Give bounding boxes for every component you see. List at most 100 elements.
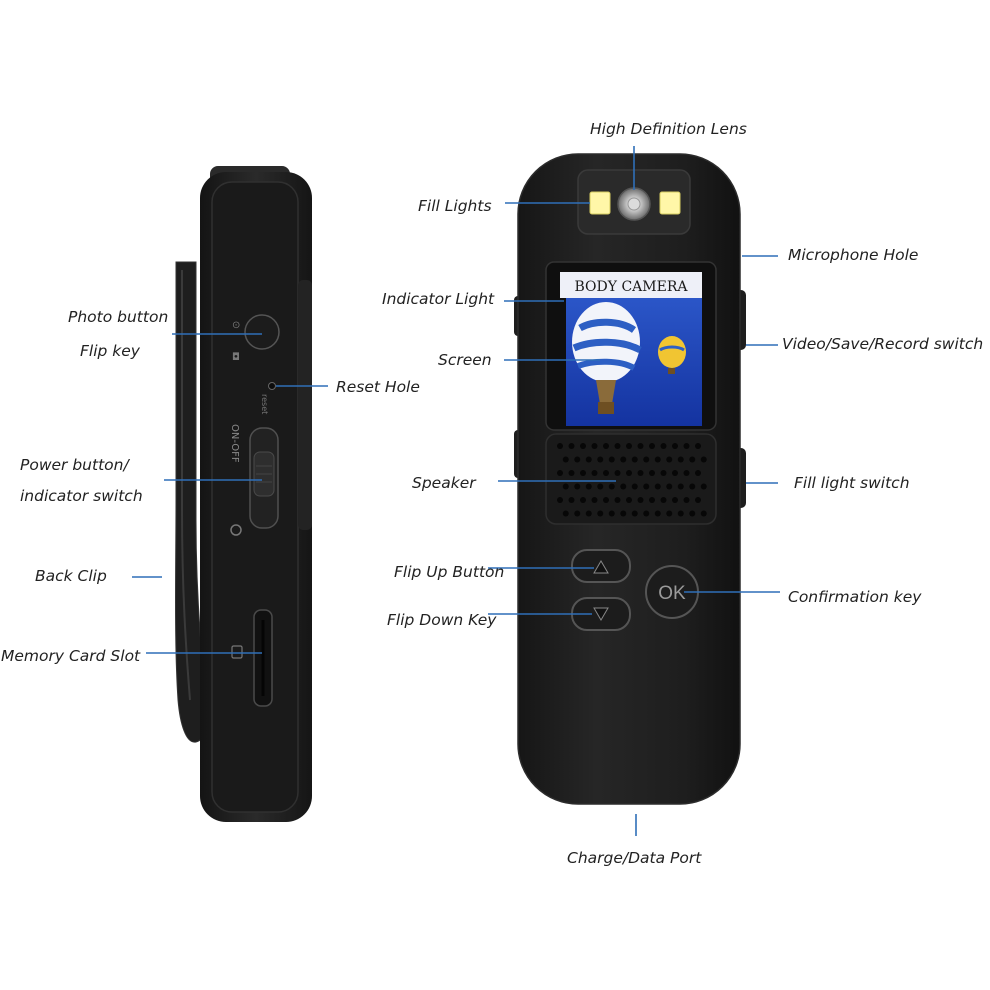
speaker-hole — [683, 443, 690, 449]
speaker-hole — [695, 470, 701, 476]
speaker-hole — [660, 443, 667, 449]
speaker-hole — [631, 483, 638, 490]
label-indicator-light: Indicator Light — [382, 290, 495, 308]
label-flip-down-key: Flip Down Key — [387, 611, 497, 629]
speaker-hole — [683, 497, 690, 503]
speaker-hole — [597, 456, 604, 463]
speaker-hole — [666, 456, 673, 463]
speaker-hole — [580, 470, 586, 476]
speaker-hole — [666, 510, 673, 517]
speaker-hole — [660, 470, 667, 476]
speaker-hole — [608, 456, 615, 463]
speaker-hole — [654, 510, 661, 517]
speaker-hole — [568, 443, 575, 449]
speaker-hole — [562, 483, 569, 490]
speaker-hole — [574, 456, 581, 463]
speaker-hole — [614, 470, 621, 476]
speaker-hole — [568, 497, 575, 503]
speaker-hole — [643, 456, 650, 463]
speaker-hole — [660, 497, 667, 503]
speaker-hole — [614, 443, 621, 449]
fill-light-right — [659, 191, 681, 215]
speaker-hole — [574, 483, 581, 490]
label-photo-button: Photo button — [68, 308, 169, 326]
label-flip-up-button: Flip Up Button — [394, 563, 505, 581]
speaker-hole — [631, 456, 638, 463]
speaker-hole — [631, 510, 638, 517]
speaker-hole — [666, 483, 673, 490]
speaker-hole — [689, 456, 696, 463]
speaker-hole — [700, 483, 707, 490]
speaker-hole — [672, 470, 678, 476]
speaker-hole — [643, 483, 650, 490]
side-rail — [298, 280, 312, 530]
speaker-hole — [580, 497, 586, 503]
back-clip-edge — [181, 270, 191, 701]
label-back-clip: Back Clip — [35, 567, 107, 585]
speaker-hole — [649, 470, 655, 476]
speaker-hole — [695, 443, 701, 449]
speaker-hole — [557, 470, 563, 476]
speaker-hole — [672, 497, 678, 503]
speaker-hole — [580, 443, 586, 449]
label-confirmation-key: Confirmation key — [788, 588, 922, 606]
speaker-hole — [620, 510, 627, 517]
power-switch-text: ON-OFF — [229, 424, 240, 463]
flip-up-icon — [593, 560, 609, 574]
speaker-hole — [608, 483, 615, 490]
speaker-hole — [591, 470, 598, 476]
label-fill-light-switch: Fill light switch — [794, 474, 910, 492]
power-indicator-icon — [230, 524, 242, 536]
speaker-hole — [608, 510, 615, 517]
speaker-hole — [568, 470, 575, 476]
balloon-large — [572, 302, 642, 414]
speaker-hole — [614, 497, 621, 503]
speaker-hole — [603, 470, 609, 476]
screen-title-bar — [560, 272, 702, 298]
speaker-hole — [677, 510, 684, 517]
speaker-hole — [626, 470, 632, 476]
speaker-hole — [620, 483, 627, 490]
speaker-hole — [626, 497, 632, 503]
flip-down-icon — [593, 607, 609, 621]
speaker-hole — [695, 497, 701, 503]
label-power-button-line2: indicator switch — [20, 487, 143, 505]
speaker-hole — [597, 510, 604, 517]
speaker-hole — [585, 483, 592, 490]
speaker-hole — [585, 456, 592, 463]
flip-key-icon: ◘ — [232, 352, 240, 363]
speaker-hole — [562, 456, 569, 463]
speaker-hole — [683, 470, 690, 476]
speaker-hole — [620, 456, 627, 463]
label-reset-hole: Reset Hole — [336, 378, 420, 396]
speaker-hole — [637, 470, 644, 476]
label-fill-lights: Fill Lights — [418, 197, 492, 215]
label-power-button-line1: Power button/ — [20, 456, 129, 474]
speaker-hole — [677, 456, 684, 463]
photo-button[interactable] — [244, 314, 280, 350]
speaker-hole — [689, 510, 696, 517]
label-microphone-hole: Microphone Hole — [788, 246, 919, 264]
speaker-hole — [557, 497, 563, 503]
leader-lines — [132, 146, 780, 836]
fill-light-left — [589, 191, 611, 215]
reset-hole[interactable] — [268, 382, 276, 390]
front-view: BODY CAMERA — [514, 153, 746, 805]
speaker-hole — [597, 483, 604, 490]
speaker-hole — [672, 443, 678, 449]
reset-text: reset — [260, 394, 269, 414]
speaker-hole — [649, 443, 655, 449]
screen-title: BODY CAMERA — [575, 279, 689, 295]
speaker-grille — [557, 443, 707, 517]
speaker-hole — [700, 510, 707, 517]
speaker-hole — [689, 483, 696, 490]
speaker-hole — [591, 443, 598, 449]
speaker-hole — [603, 497, 609, 503]
speaker-hole — [643, 510, 650, 517]
ok-button-label: OK — [658, 583, 686, 604]
balloon-small — [658, 336, 686, 374]
speaker-hole — [626, 443, 632, 449]
back-clip — [175, 261, 208, 743]
speaker-hole — [603, 443, 609, 449]
